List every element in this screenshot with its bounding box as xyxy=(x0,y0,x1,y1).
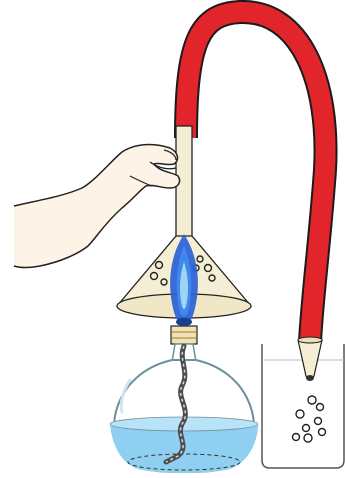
alcohol-lamp-icon xyxy=(110,326,258,473)
hand-icon xyxy=(14,145,180,268)
